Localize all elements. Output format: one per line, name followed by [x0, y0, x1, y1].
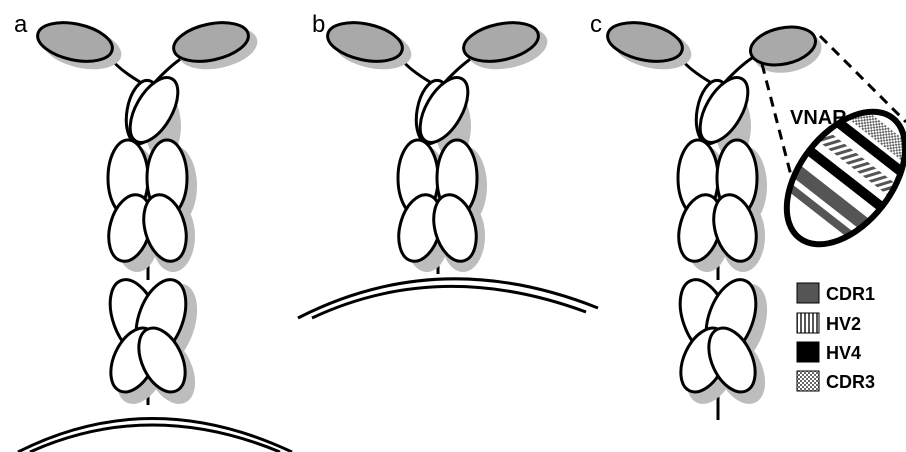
legend: CDR1 HV2 HV4 CDR3	[797, 283, 875, 392]
cdr3-swatch	[797, 371, 819, 391]
variable-domains	[34, 16, 261, 75]
legend-item-cdr1: CDR1	[797, 283, 875, 304]
panel-a: a	[14, 11, 292, 452]
panel-label-c: c	[590, 11, 602, 38]
legend-item-hv2: HV2	[797, 313, 861, 334]
cell-membrane	[298, 279, 598, 318]
constant-domains-upper	[672, 70, 763, 266]
variable-domains	[324, 16, 551, 75]
panel-c: c	[590, 11, 906, 420]
panel-label-a: a	[14, 11, 28, 38]
legend-label-hv2: HV2	[826, 314, 861, 334]
legend-item-cdr3: CDR3	[797, 371, 875, 392]
cell-membrane	[18, 419, 292, 452]
constant-domains	[392, 70, 483, 266]
legend-label-cdr1: CDR1	[826, 284, 875, 304]
variable-domains	[604, 16, 825, 78]
legend-label-cdr3: CDR3	[826, 372, 875, 392]
legend-item-hv4: HV4	[797, 342, 861, 363]
cdr1-swatch	[797, 283, 819, 303]
hv2-swatch	[797, 313, 819, 333]
panel-b: b	[298, 11, 598, 318]
constant-domains-upper	[102, 70, 193, 266]
hv4-swatch	[797, 342, 819, 362]
panel-label-b: b	[312, 11, 325, 38]
legend-label-hv4: HV4	[826, 343, 861, 363]
